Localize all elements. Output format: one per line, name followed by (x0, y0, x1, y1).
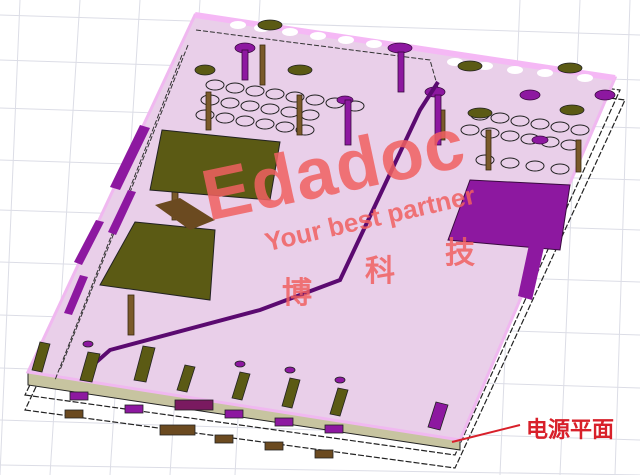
olive-pads-top (194, 19, 585, 119)
left-edge-pads (64, 125, 150, 315)
right-edge-pads (518, 240, 545, 300)
callout-leader (451, 424, 521, 443)
signal-trace (83, 80, 440, 374)
watermark-char-1: 博 (282, 276, 312, 311)
purple-plane-right (447, 179, 571, 251)
power-plane-label: 电源平面 (526, 418, 615, 443)
watermark-char-3: 技 (445, 236, 475, 271)
olive-plane-upper (149, 129, 281, 201)
watermark-char-2: 科 (365, 254, 395, 289)
via-field-left (195, 79, 365, 136)
purple-vias (234, 42, 616, 146)
bottom-components (31, 340, 449, 459)
